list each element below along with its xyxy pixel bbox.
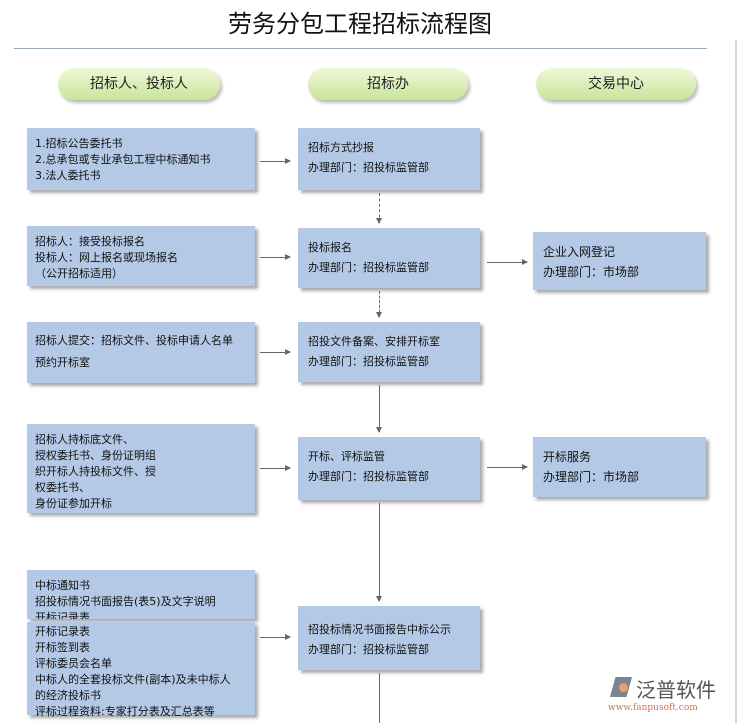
column-header-bidder: 招标人、投标人 <box>58 68 220 100</box>
middle-box-2: 投标报名办理部门：招投标监管部 <box>298 228 480 288</box>
right-box-1: 企业入网登记办理部门：市场部 <box>533 232 706 290</box>
middle-box-4: 开标、评标监管办理部门：招投标监管部 <box>298 437 480 500</box>
arrow-down <box>376 503 382 602</box>
logo-icon <box>610 677 632 697</box>
left-box-2: 招标人：接受投标报名 投标人：网上报名或现场报名 （公开招标适用） <box>27 226 255 286</box>
step-dept: 办理部门：市场部 <box>543 265 640 279</box>
step-name: 开标、评标监管 <box>308 450 385 463</box>
arrow-down <box>376 193 382 224</box>
arrow-right <box>260 254 291 260</box>
left-box-1: 1.招标公告委托书 2.总承包或专业承包工程中标通知书 3.法人委托书 <box>27 128 255 190</box>
middle-box-1: 招标方式抄报办理部门：招投标监管部 <box>298 128 480 190</box>
step-dept: 办理部门：招投标监管部 <box>308 470 429 483</box>
arrow-right <box>260 158 291 164</box>
arrow-right <box>260 349 291 355</box>
connector-line <box>379 673 380 723</box>
arrow-right <box>487 464 528 470</box>
step-name: 投标报名 <box>308 241 352 254</box>
step-name: 企业入网登记 <box>543 245 616 259</box>
arrow-right <box>260 634 291 640</box>
step-name: 开标服务 <box>543 450 592 464</box>
step-name: 招标方式抄报 <box>308 141 374 154</box>
right-box-2: 开标服务办理部门：市场部 <box>533 437 706 497</box>
page-title: 劳务分包工程招标流程图 <box>228 10 492 38</box>
border-line <box>735 40 737 723</box>
column-header-bidding-office: 招标办 <box>308 68 468 100</box>
logo-url: www.fanpusoft.com <box>608 703 698 713</box>
logo: 泛普软件 www.fanpusoft.com <box>608 674 733 713</box>
left-box-3: 招标人提交：招标文件、投标申请人名单 预约开标室 <box>27 322 255 383</box>
left-box-6: 开标记录表 开标签到表 评标委员会名单 中标人的全套投标文件(副本)及未中标人 … <box>27 622 255 718</box>
arrow-right <box>260 465 291 471</box>
left-box-4: 招标人持标底文件、 授权委托书、身份证明组 织开标人持投标文件、授 权委托书、 … <box>27 424 255 513</box>
arrow-down <box>376 291 382 318</box>
column-header-trading-center: 交易中心 <box>536 68 696 100</box>
divider <box>14 48 707 49</box>
logo-text: 泛普软件 <box>636 678 716 702</box>
step-dept: 办理部门：市场部 <box>543 470 640 484</box>
step-dept: 办理部门：招投标监管部 <box>308 355 429 368</box>
middle-box-5: 招投标情况书面报告中标公示办理部门：招投标监管部 <box>298 606 480 670</box>
arrow-down <box>376 385 382 433</box>
arrow-right <box>487 259 528 265</box>
step-dept: 办理部门：招投标监管部 <box>308 161 429 174</box>
middle-box-3: 招投文件备案、安排开标室办理部门：招投标监管部 <box>298 322 480 382</box>
step-dept: 办理部门：招投标监管部 <box>308 261 429 274</box>
left-box-5: 中标通知书 招投标情况书面报告(表5)及文字说明 开标记录表 <box>27 570 255 619</box>
step-name: 招投文件备案、安排开标室 <box>308 335 440 348</box>
step-dept: 办理部门：招投标监管部 <box>308 643 429 656</box>
step-name: 招投标情况书面报告中标公示 <box>308 623 451 636</box>
